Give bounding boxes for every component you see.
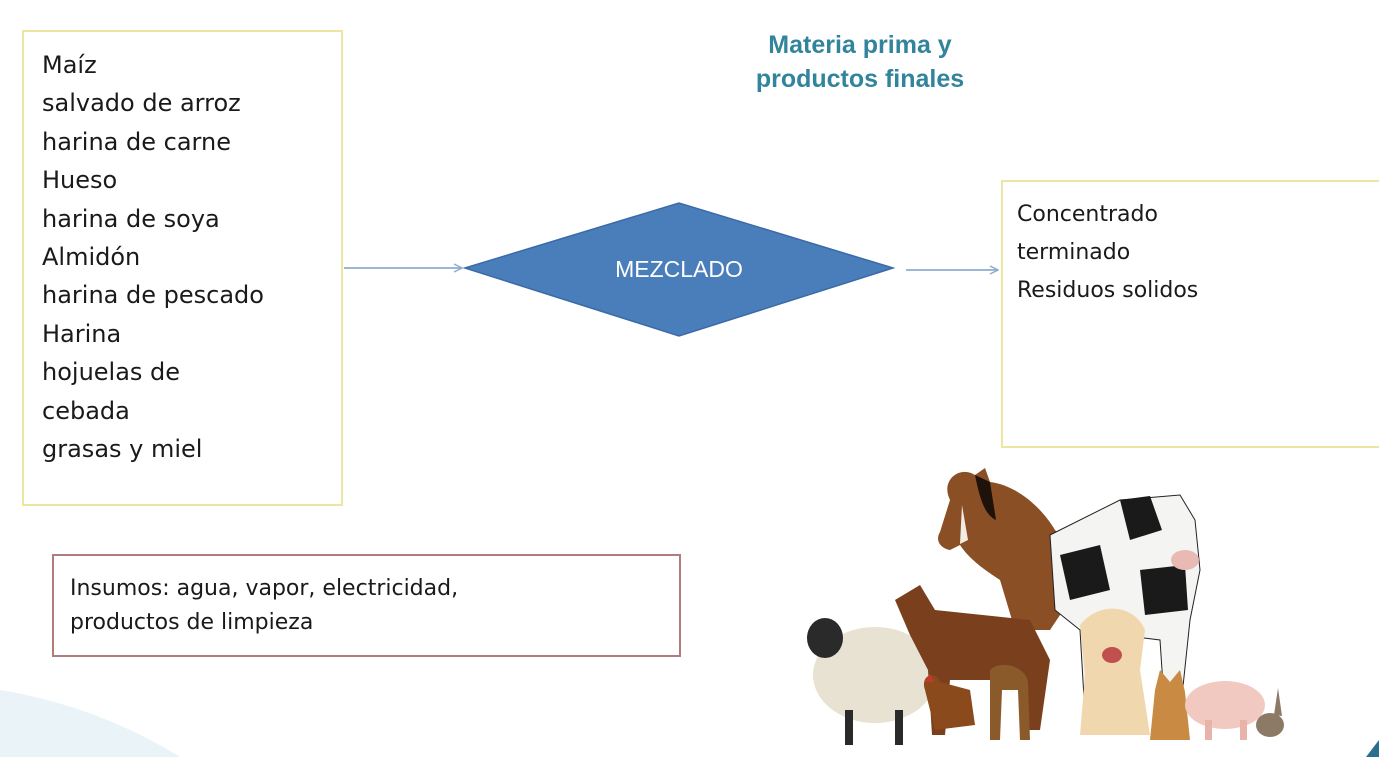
- title-line-1: Materia prima y: [768, 31, 952, 59]
- raw-materials-box: Maíz salvado de arroz harina de carne Hu…: [22, 30, 343, 506]
- final-product-line: Residuos solidos: [1017, 278, 1199, 303]
- raw-material-item: Hueso: [42, 166, 118, 195]
- pig-icon: [1185, 681, 1265, 740]
- raw-material-item: harina de soya: [42, 204, 220, 233]
- raw-material-item: Harina: [42, 319, 122, 348]
- final-product-line: terminado: [1017, 240, 1131, 265]
- raw-material-item: hojuelas de: [42, 358, 181, 387]
- farm-animals-icon: [807, 468, 1284, 745]
- page-title: Materia prima y productos finales: [700, 28, 1020, 96]
- dog-icon: [1080, 608, 1150, 735]
- final-products-box: Concentrado terminado Residuos solidos: [1001, 180, 1379, 448]
- raw-material-item: cebada: [42, 396, 130, 425]
- supplies-line: Insumos: agua, vapor, electricidad,: [70, 576, 459, 601]
- horse-icon: [938, 468, 1080, 630]
- rabbit-icon: [1256, 688, 1284, 737]
- raw-material-item: harina de pescado: [42, 281, 264, 310]
- supplies-line: productos de limpieza: [70, 610, 314, 635]
- raw-material-item: Maíz: [42, 51, 97, 79]
- beagle-icon: [990, 664, 1030, 740]
- title-line-2: productos finales: [755, 65, 965, 93]
- process-label: MEZCLADO: [615, 256, 743, 282]
- raw-material-item: Almidón: [42, 243, 141, 272]
- process-diamond: [462, 202, 896, 337]
- raw-material-item: harina de carne: [42, 127, 231, 156]
- cat-icon: [1150, 670, 1190, 740]
- raw-material-item: salvado de arroz: [42, 89, 241, 118]
- sheep-icon: [807, 618, 937, 745]
- final-product-line: Concentrado: [1017, 202, 1158, 227]
- supplies-box: Insumos: agua, vapor, electricidad, prod…: [52, 554, 681, 657]
- raw-materials-list: Maíz salvado de arroz harina de carne Hu…: [42, 46, 341, 468]
- raw-material-item: grasas y miel: [42, 435, 203, 464]
- hen-icon: [923, 674, 975, 730]
